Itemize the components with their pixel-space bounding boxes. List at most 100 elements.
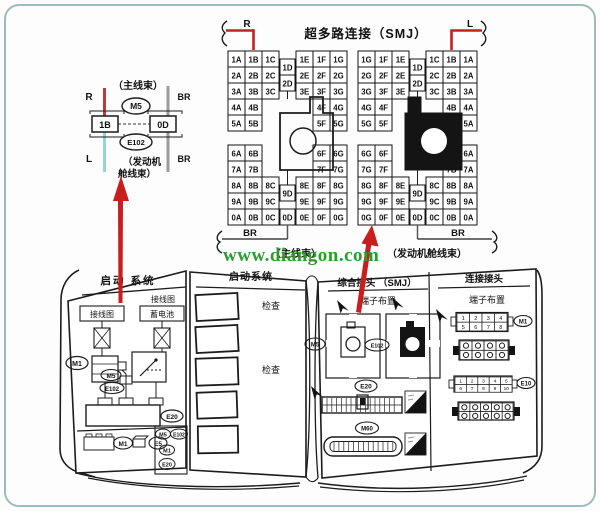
smj-pin-label: 1E — [396, 55, 406, 64]
pin-hole — [486, 351, 494, 359]
smj-pin-label: 1E — [300, 55, 310, 64]
smj-pin-label: 2F — [379, 71, 388, 80]
harness-bottom-caption-1: （发动机 — [123, 156, 162, 168]
pin-hole — [504, 412, 511, 419]
pin-number: 4 — [499, 316, 502, 322]
long-connector-2 — [323, 436, 403, 457]
smj-pin-label: 2A — [232, 71, 242, 80]
conn-oval-e10-label: E10 — [521, 382, 532, 388]
smj-pin-label: 1A — [464, 55, 474, 64]
smj-pin-label: 5F — [317, 119, 326, 128]
smj-pin-label: 2B — [447, 71, 457, 80]
pin-number: 6 — [474, 325, 477, 331]
smj-oval-m5-label: M5 — [311, 343, 320, 349]
smj-pin-label: 2B — [249, 71, 259, 80]
book-page-stack — [319, 479, 525, 493]
smj-pin-label: 7A — [464, 165, 474, 174]
smj-pin-label: 0E — [396, 213, 406, 222]
check-label-1: 检查 — [262, 300, 280, 311]
page-curl — [305, 476, 319, 483]
pin-number: 9 — [494, 386, 497, 392]
smj-pin-label: 2G — [361, 71, 371, 80]
smj-pin-cell — [261, 82, 280, 100]
smj-pin-label: 4G — [361, 103, 371, 112]
smj-pin-cell — [329, 114, 348, 132]
smj-pin-label: 9G — [333, 197, 343, 206]
smj-pin-label: 0D — [413, 213, 423, 222]
connector-oval — [100, 368, 122, 382]
connector-m5-oval — [121, 97, 151, 115]
middle-page-header: 启动系统 — [229, 270, 273, 283]
smj-pin-label: 9G — [361, 197, 371, 206]
smj-pin-label: 2D — [413, 79, 423, 88]
smj-pin-label: 9B — [249, 197, 259, 206]
smj-pin-label: 2C — [266, 71, 276, 80]
connector-bracket — [147, 134, 183, 138]
oval-e102-label: E102 — [105, 387, 120, 393]
smj-pin-label: 9F — [379, 197, 388, 206]
smj-br-right-label: BR — [451, 228, 465, 239]
connector-oval — [364, 338, 390, 352]
smj-pin-label: 5A — [464, 119, 474, 128]
wire-color-br-bottom-label: BR — [178, 154, 191, 164]
pin-hole — [461, 404, 468, 411]
connector-bracket — [89, 110, 125, 114]
pin-hole — [493, 404, 500, 411]
smj-oval-e20-label: E20 — [360, 384, 372, 391]
connector-bracket — [147, 110, 183, 114]
pin-hole — [461, 412, 468, 419]
connector-oval — [148, 436, 168, 450]
smj-pin-label: 4A — [232, 103, 242, 112]
pin-hole — [482, 412, 490, 419]
right-page-content: 综合接头 （SMJ） 端子布置 M5 E102 E20 — [304, 271, 536, 472]
connector-m5-label: M5 — [130, 101, 142, 111]
book-left-cover — [59, 269, 96, 478]
smj-pin-label: 0C — [266, 213, 276, 222]
smj-pin-label: 0B — [447, 213, 457, 222]
oval-m5-label: M5 — [106, 373, 115, 380]
terminal-1b-box — [91, 115, 119, 133]
smj-column-subheader: 端子布置 — [360, 295, 396, 306]
page-fore-edge — [314, 281, 319, 479]
pin-hole — [498, 342, 506, 349]
legend-oval-label: E20 — [162, 463, 172, 469]
pin-hole — [482, 404, 490, 411]
pin-number: 2 — [474, 316, 477, 322]
pin-hole — [474, 351, 482, 359]
smj-pin-label: 9C — [430, 197, 440, 206]
pin-number: 4 — [494, 379, 497, 385]
smj-pin-cell — [391, 82, 410, 100]
smj-pin-label: 6F — [317, 149, 326, 158]
smj-pin-label: 1C — [266, 55, 276, 64]
check-label-2: 检查 — [262, 364, 280, 375]
figure-box — [195, 390, 239, 420]
smj-l-label: L — [467, 19, 473, 30]
smj-pin-label: 3G — [333, 87, 343, 96]
wire-color-r-label: R — [85, 92, 93, 103]
smj-pin-label: 3A — [232, 87, 242, 96]
pin-hole — [504, 404, 511, 411]
connector-oval — [354, 421, 380, 435]
smj-pin-label: 1D — [283, 63, 293, 72]
left-grid-body-hole — [289, 127, 317, 155]
pin-number: 8 — [499, 325, 502, 331]
smj-pin-label: 2E — [300, 71, 310, 80]
figure-box — [194, 356, 240, 387]
smj-pin-label: 0G — [361, 213, 371, 222]
smj-pin-label: 5B — [249, 119, 259, 128]
pin-number: 3 — [487, 316, 490, 322]
smj-oval-m60-label: M60 — [361, 427, 373, 433]
pin-hole — [486, 342, 494, 349]
smj-pin-label: 1G — [333, 55, 343, 64]
harness-bottom-caption-2: 舱线束） — [118, 168, 156, 180]
pin-number: 5 — [462, 325, 465, 331]
smj-pin-label: 5A — [232, 119, 242, 128]
smj-pin-label: 8E — [396, 181, 406, 190]
watermark-text: www.diangon.com — [223, 245, 379, 266]
connector-bracket — [89, 134, 125, 138]
smj-pin-cell — [261, 208, 280, 226]
smj-pin-label: 2C — [430, 71, 440, 80]
